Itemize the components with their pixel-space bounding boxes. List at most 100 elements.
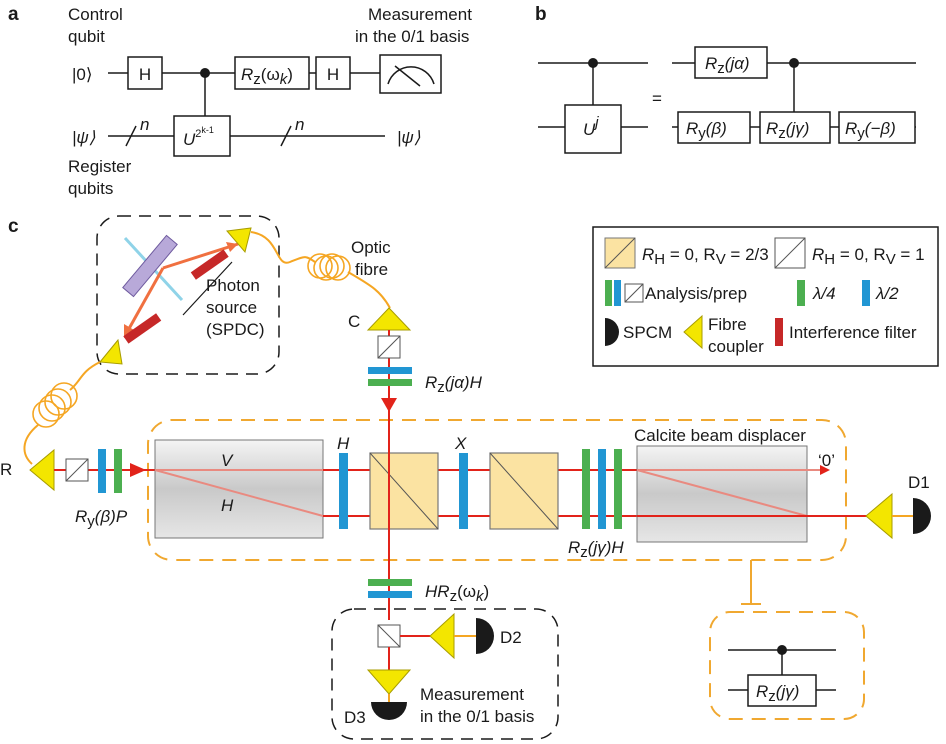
fibre-coupler-d2 [429, 612, 455, 660]
interferometer-box [147, 419, 847, 561]
legend-rv-one: RH = 0, RV = 1 [812, 245, 925, 268]
optic-fibre-to-c [347, 271, 391, 309]
beam-arrow-r [130, 463, 146, 477]
half-wave-plate-c [368, 367, 412, 374]
fibre-coil-lower [32, 382, 78, 428]
ry-neg-beta-gate [838, 111, 916, 144]
u-gate-label: U2k-1 [183, 125, 214, 149]
photon-source-label-2: source [206, 298, 257, 317]
calcite-label: Calcite beam displacer [634, 426, 806, 445]
fibre-coupler-upper [226, 227, 252, 254]
interference-filter-lower [123, 313, 162, 344]
fibre-coupler-lower [99, 338, 123, 365]
measurement-box [331, 608, 559, 740]
photon-arrow-upper [226, 242, 238, 252]
optic-fibre-lower [69, 361, 101, 391]
panel-a: a Control qubit |0⟩ |ψ⟩ |ψ⟩ Register qub… [8, 4, 472, 198]
fibre-coil-upper [307, 253, 351, 281]
beam-arrow-c [381, 398, 397, 412]
beam-combine-path [636, 469, 808, 517]
h-gate-2 [315, 56, 351, 90]
h-mode-label: H [221, 496, 234, 515]
bus-slash-2 [280, 125, 292, 147]
ket-psi-out: |ψ⟩ [397, 128, 421, 147]
coupler-r-label: R [0, 460, 12, 479]
photon-source-leader [182, 261, 233, 316]
fibre-coupler-c [366, 307, 412, 331]
inset-box [709, 611, 865, 720]
quarter-wave-plate-r [114, 449, 122, 493]
legend-half-plate [862, 280, 870, 306]
legend-analysis-label: Analysis/prep [645, 284, 747, 303]
bus-n-1: n [140, 115, 149, 134]
legend-cube-partial-diag [604, 237, 636, 269]
photon-source-label-1: Photon [206, 276, 260, 295]
x-plate-label: X [454, 434, 467, 453]
rz-jg-quarter-plate-2 [614, 449, 622, 529]
ket-zero: |0⟩ [72, 65, 93, 84]
panel-b: b Uj = Rz(jα) Ry(β) Rz(jγ) Ry(−β) [535, 4, 916, 154]
half-wave-plate-r [98, 449, 106, 493]
register-label-line1: Register [68, 157, 132, 176]
polarizer-r-diag [65, 458, 89, 482]
legend-filter-icon [775, 318, 783, 346]
inset-control-dot [777, 645, 787, 655]
h-gate-1-label: H [139, 65, 151, 84]
inset-rz-gate [747, 674, 817, 707]
photon-source-label-3: (SPDC) [206, 320, 265, 339]
interference-filter-upper [190, 249, 229, 280]
legend-analysis-green [605, 280, 612, 306]
spcm-d2 [476, 618, 494, 654]
pbs-cube-diag [377, 624, 401, 648]
uj-control-dot [588, 58, 598, 68]
photon-path-lower [124, 267, 165, 335]
meter-arc-icon [387, 66, 435, 85]
half-wave-plate-lower [368, 591, 412, 598]
d2-label: D2 [500, 628, 522, 647]
legend-coupler-label-1: Fibre [708, 315, 747, 334]
nonlinear-crystal [122, 234, 178, 298]
legend-analysis-blue [614, 280, 621, 306]
photon-source-box [96, 215, 280, 375]
polarizer-c-diag [377, 335, 401, 359]
h-plate-label: H [337, 434, 350, 453]
legend-spcm-label: SPCM [623, 323, 672, 342]
spcm-d3 [371, 702, 407, 720]
calcite-displacer-1 [154, 439, 324, 539]
h-gate-2-label: H [327, 65, 339, 84]
rz-gate [234, 56, 310, 90]
h-rz-wk-label: HRz(ωk) [425, 582, 489, 605]
meas-c-label-line2: in the 0/1 basis [420, 707, 534, 726]
h-half-wave-plate [339, 453, 348, 529]
legend-half-label: λ/2 [875, 284, 899, 303]
rz-ja-gate-label: Rz(jα) [705, 54, 750, 77]
legend-analysis-pol-diag [624, 283, 644, 303]
measurement-label-line2: in the 0/1 basis [355, 27, 469, 46]
ket-psi-in: |ψ⟩ [72, 128, 96, 147]
cube-2-diag [489, 452, 559, 530]
v-mode-label: V [221, 451, 234, 470]
panel-c-tag: c [8, 216, 19, 237]
ry-b-p-label: Ry(β)P [75, 507, 128, 530]
measurement-label-line1: Measurement [368, 5, 472, 24]
equals-sign: = [652, 89, 662, 108]
uj-gate-label: Uj [583, 114, 599, 139]
beam-arrow-zero [820, 465, 830, 475]
legend-coupler-label-2: coupler [708, 337, 764, 356]
control-label-line2: qubit [68, 27, 105, 46]
ry-beta-gate-label: Ry(β) [686, 119, 727, 142]
beam-h-path [154, 469, 324, 517]
meter-needle-icon [394, 65, 421, 87]
legend-box [592, 226, 939, 367]
d1-label: D1 [908, 473, 930, 492]
bus-n-2: n [295, 115, 304, 134]
fibre-coupler-r [29, 448, 55, 492]
quarter-wave-plate-lower [368, 579, 412, 586]
rz-jg-gate [759, 111, 831, 144]
legend-rv-two-thirds: RH = 0, RV = 2/3 [642, 245, 769, 268]
optic-fibre-label-2: fibre [355, 260, 388, 279]
control-label-line1: Control [68, 5, 123, 24]
rz-ja-gate [694, 46, 768, 79]
bus-slash-1 [125, 125, 137, 147]
